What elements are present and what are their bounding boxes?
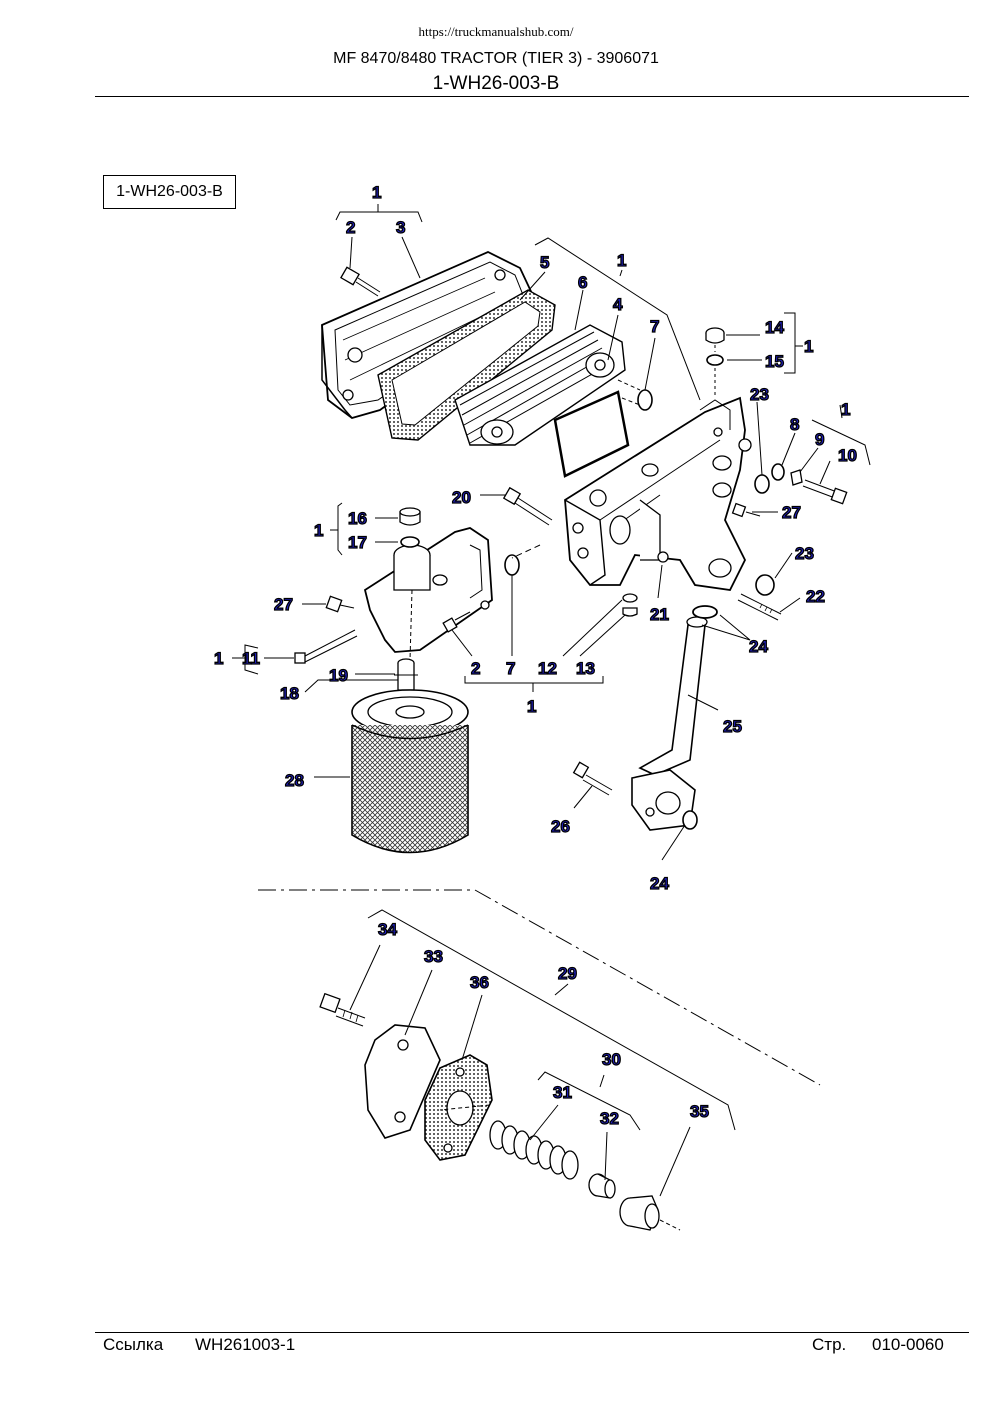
callout-27-plug-left: 27 [274,595,293,614]
plug-part-16 [399,507,421,526]
plug-part-27-right [731,502,761,518]
reference-box: 1-WH26-003-B [103,175,236,209]
callout-34-bolt: 34 [378,920,397,939]
callout-7-o-ring-bottom: 7 [506,659,515,678]
o-ring-part-24-top [692,605,718,619]
callout-5-gasket: 5 [540,253,549,272]
leader-lines [232,204,871,1231]
callout-14-plug: 14 [765,318,784,337]
header-divider [95,96,969,97]
callout-8-washer: 8 [790,415,799,434]
callout-13-plug: 13 [576,659,595,678]
callout-26-bolt: 26 [551,817,570,836]
callout-28-filter: 28 [285,771,304,790]
o-ring-part-23-bottom [755,574,775,596]
document-title: MF 8470/8480 TRACTOR (TIER 3) - 3906071 [333,50,659,67]
bolt-part-11 [294,629,358,664]
callout-19-nipple: 19 [329,666,348,685]
callout-33-cover-plate: 33 [424,947,443,966]
callout-1-head-group: 1 [314,521,323,540]
bolt-part-34 [319,992,366,1027]
footer-ref-label: Ссылка [103,1335,164,1354]
o-ring-part-7-top [637,389,653,411]
bolt-part-20 [502,486,553,526]
diagram-code: 1-WH26-003-B [432,73,560,94]
callout-1-plug-group: 1 [804,337,813,356]
bolt-part-10 [802,479,848,505]
filter-head-part [363,527,493,653]
seal-part-12 [622,593,638,603]
filter-housing-part [564,396,752,591]
callout-12-seal: 12 [538,659,557,678]
callout-22-bolt: 22 [806,587,825,606]
cover-plate-part-33 [364,1024,441,1139]
callout-16-plug: 16 [348,509,367,528]
callout-1-cooler-group: 1 [617,251,626,270]
o-ring-part-7-bottom [504,554,520,576]
callout-17-seal: 17 [348,533,367,552]
callout-4-gasket: 4 [613,295,623,314]
callout-29-valve-group: 29 [558,964,577,983]
footer-page-label: Стр. [812,1335,847,1354]
nipple-part-19 [394,658,418,691]
callout-2-bolt-bottom: 2 [471,659,480,678]
source-url: https://truckmanualshub.com/ [418,24,574,39]
callout-27-plug-right: 27 [782,503,801,522]
callout-24-o-ring-bottom: 24 [650,874,669,893]
callout-1-bolt-group: 1 [841,400,850,419]
callout-3-cover: 3 [396,218,405,237]
callout-36-gasket: 36 [470,973,489,992]
gasket-part-5 [377,289,556,441]
o-ring-part-23-top [754,474,770,494]
callout-24-o-ring-top: 24 [749,637,768,656]
bolt-part-22 [737,593,782,621]
callout-15-seal: 15 [765,352,784,371]
callout-32-valve: 32 [600,1109,619,1128]
callout-7-o-ring-top: 7 [650,317,659,336]
plug-part-14 [705,327,725,344]
callout-1-cover-group: 1 [372,183,381,202]
seal-part-17 [400,536,420,548]
callout-20-bolt: 20 [452,488,471,507]
callout-1-bolt-11-group: 1 [214,649,223,668]
footer-page-value: 010-0060 [872,1335,944,1354]
sleeve-part-35 [619,1195,660,1231]
callout-2-screw: 2 [346,218,355,237]
callout-30-spring-group: 30 [602,1050,621,1069]
plug-part-13 [622,607,638,617]
cooler-core-part-6 [454,324,626,446]
callout-31-spring: 31 [553,1083,572,1102]
footer-divider [95,1332,969,1333]
oil-pipe-part-25 [631,616,708,831]
callout-23-o-ring-top: 23 [750,385,769,404]
callout-25-pipe: 25 [723,717,742,736]
washer-part-8 [771,463,785,481]
gasket-part-4 [553,390,630,478]
callout-6-cooler-core: 6 [578,273,587,292]
seal-ring-part-15 [706,354,724,366]
valve-part-32 [588,1173,616,1199]
bolt-part-2-bottom [442,611,471,633]
screw-part-2 [340,266,381,297]
callout-9-washer: 9 [815,430,824,449]
washer-part-9 [790,469,803,486]
callout-35-sleeve: 35 [690,1102,709,1121]
callout-11-bolt: 11 [242,649,260,668]
o-ring-part-24-bottom [682,810,698,830]
callout-10-bolt: 10 [838,446,857,465]
plug-part-27-left [325,595,355,613]
plug-part-21 [657,551,669,563]
gasket-part-36 [424,1054,493,1161]
bolt-part-26 [572,761,613,796]
callout-21-plug: 21 [650,605,669,624]
callout-18-group: 18 [280,684,299,703]
footer-ref-value: WH261003-1 [195,1335,296,1354]
callout-23-o-ring-bottom: 23 [795,544,814,563]
oil-filter-part-28 [351,689,469,854]
callout-1-head-bottom-group: 1 [527,697,536,716]
spring-part-31 [489,1120,579,1180]
